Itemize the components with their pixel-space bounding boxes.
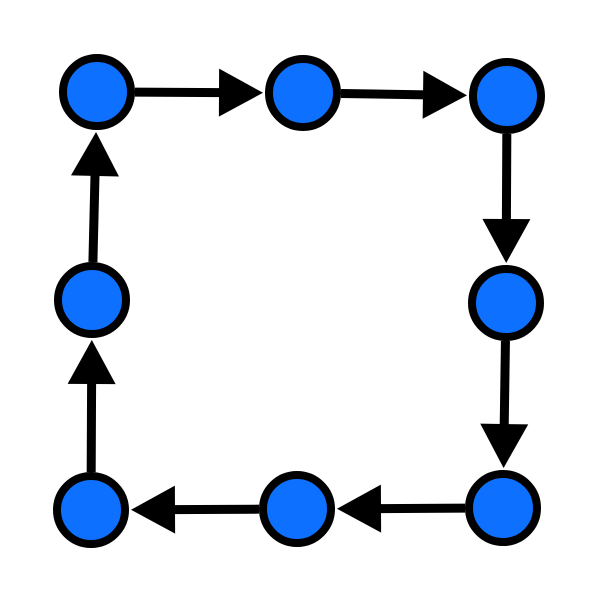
graph-node-top-middle [265,55,341,131]
arrowhead-icon [336,484,382,533]
graph-node-top-right [469,58,545,134]
graph-edge-left-middle-to-top-left [70,131,119,263]
graph-node-right-middle [468,265,544,341]
graph-node-bottom-right [465,470,541,546]
graph-node-bottom-left [53,472,129,548]
graph-node-left-middle [54,262,130,338]
arrowhead-icon [480,423,529,469]
graph-edge-right-middle-to-bottom-right [480,340,529,469]
arrowhead-icon [422,70,468,119]
graph-edge-top-left-to-top-middle [134,68,264,117]
arrowhead-icon [67,339,116,385]
graph-edge-bottom-left-to-left-middle [67,339,116,473]
graph-edge-bottom-right-to-bottom-middle [336,484,466,533]
graph-edge-top-right-to-right-middle [482,133,531,264]
graph-edge-top-middle-to-top-right [340,70,468,119]
graph-node-bottom-middle [259,471,335,547]
edge-line [88,171,100,263]
graph-node-top-left [59,54,135,130]
arrowhead-icon [70,131,119,177]
graph-edge-bottom-middle-to-bottom-left [130,485,260,534]
edge-line [340,89,428,100]
edge-line [499,340,510,429]
arrowhead-icon [218,68,264,117]
arrowhead-icon [482,218,531,264]
arrowhead-icon [130,485,176,534]
